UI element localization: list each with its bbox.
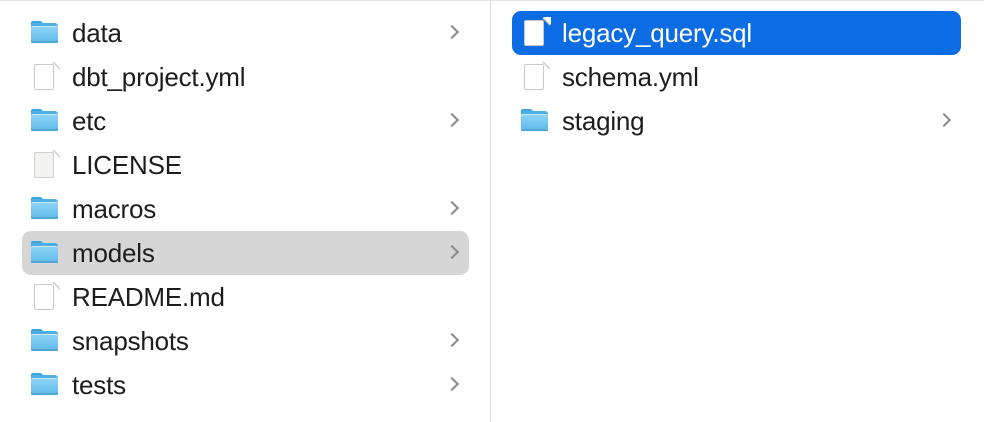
document-icon — [30, 61, 61, 92]
folder-icon — [520, 106, 550, 136]
document-icon — [30, 281, 61, 312]
folder-icon — [30, 18, 60, 48]
list-item-label: etc — [72, 106, 107, 136]
list-item[interactable]: data — [22, 11, 469, 55]
chevron-right-icon[interactable] — [445, 22, 459, 44]
folder-icon — [30, 238, 60, 268]
list-item-label: dbt_project.yml — [72, 62, 246, 92]
list-item[interactable]: LICENSE — [22, 143, 469, 187]
document-plain-icon — [30, 149, 61, 180]
list-item[interactable]: etc — [22, 99, 469, 143]
list-item[interactable]: dbt_project.yml — [22, 55, 469, 99]
chevron-right-icon[interactable] — [445, 374, 459, 396]
list-item-label: models — [72, 238, 155, 268]
list-item[interactable]: staging — [512, 99, 961, 143]
list-item[interactable]: README.md — [22, 275, 469, 319]
document-icon — [520, 61, 551, 92]
list-item-label: legacy_query.sql — [562, 18, 752, 48]
list-item[interactable]: legacy_query.sql — [512, 11, 961, 55]
chevron-right-icon[interactable] — [445, 110, 459, 132]
list-item[interactable]: snapshots — [22, 319, 469, 363]
list-item[interactable]: schema.yml — [512, 55, 961, 99]
column-child: legacy_query.sql schema.yml staging — [491, 1, 984, 422]
chevron-right-icon[interactable] — [445, 242, 459, 264]
document-icon — [520, 17, 551, 48]
list-item-label: snapshots — [72, 326, 189, 356]
folder-icon — [30, 370, 60, 400]
list-item-label: README.md — [72, 282, 225, 312]
list-item[interactable]: tests — [22, 363, 469, 407]
list-item-label: schema.yml — [562, 62, 699, 92]
list-item-label: tests — [72, 370, 126, 400]
list-item-label: data — [72, 18, 122, 48]
list-item-label: macros — [72, 194, 157, 224]
list-item[interactable]: models — [22, 231, 469, 275]
folder-icon — [30, 194, 60, 224]
chevron-right-icon[interactable] — [445, 330, 459, 352]
list-item[interactable]: macros — [22, 187, 469, 231]
folder-icon — [30, 326, 60, 356]
chevron-right-icon[interactable] — [445, 198, 459, 220]
list-item-label: LICENSE — [72, 150, 182, 180]
list-item-label: staging — [562, 106, 645, 136]
folder-icon — [30, 106, 60, 136]
chevron-right-icon[interactable] — [937, 110, 951, 132]
